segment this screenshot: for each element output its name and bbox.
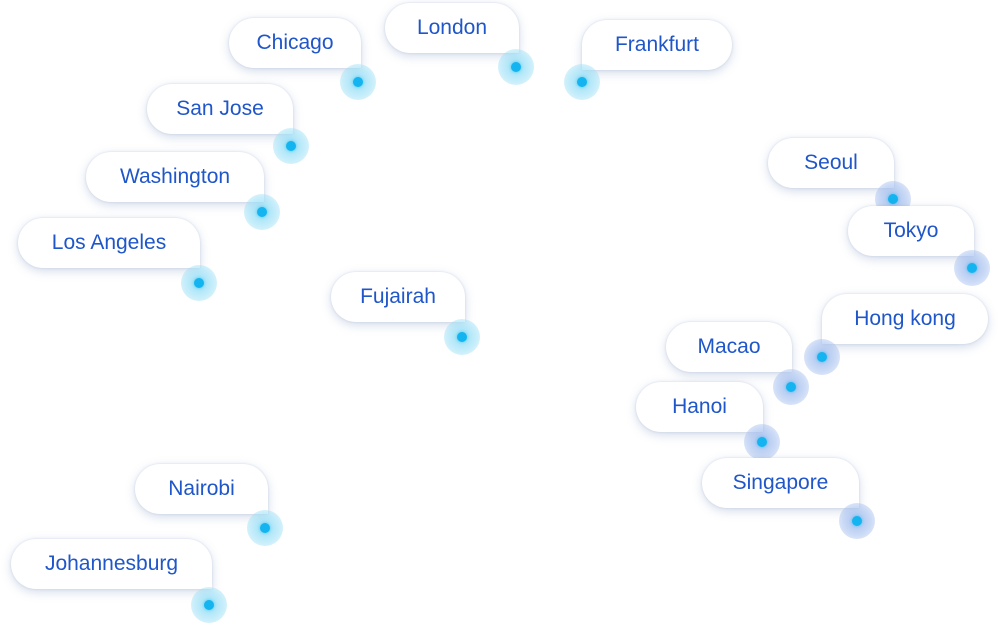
city-label-singapore[interactable]: Singapore [702,458,859,508]
location-pin-tokyo[interactable] [954,250,990,286]
city-label-hanoi[interactable]: Hanoi [636,382,763,432]
location-dot-icon [511,62,521,72]
location-pin-singapore[interactable] [839,503,875,539]
city-label-tokyo[interactable]: Tokyo [848,206,974,256]
location-dot-icon [257,207,267,217]
location-pin-frankfurt[interactable] [564,64,600,100]
city-label-san-jose[interactable]: San Jose [147,84,293,134]
city-label-washington[interactable]: Washington [86,152,264,202]
location-pin-washington[interactable] [244,194,280,230]
location-pin-chicago[interactable] [340,64,376,100]
location-dot-icon [194,278,204,288]
location-pin-nairobi[interactable] [247,510,283,546]
location-dot-icon [786,382,796,392]
location-dot-icon [577,77,587,87]
city-label-macao[interactable]: Macao [666,322,792,372]
location-dot-icon [204,600,214,610]
location-dot-icon [286,141,296,151]
city-label-los-angeles[interactable]: Los Angeles [18,218,200,268]
location-pin-johannesburg[interactable] [191,587,227,623]
location-pin-san-jose[interactable] [273,128,309,164]
location-dot-icon [888,194,898,204]
location-dot-icon [817,352,827,362]
location-pin-fujairah[interactable] [444,319,480,355]
location-dot-icon [457,332,467,342]
location-pin-macao[interactable] [773,369,809,405]
city-label-chicago[interactable]: Chicago [229,18,361,68]
location-pin-hanoi[interactable] [744,424,780,460]
city-label-nairobi[interactable]: Nairobi [135,464,268,514]
city-label-seoul[interactable]: Seoul [768,138,894,188]
location-pin-london[interactable] [498,49,534,85]
city-label-fujairah[interactable]: Fujairah [331,272,465,322]
location-dot-icon [757,437,767,447]
city-label-hong-kong[interactable]: Hong kong [822,294,988,344]
city-label-frankfurt[interactable]: Frankfurt [582,20,732,70]
city-label-london[interactable]: London [385,3,519,53]
location-pin-hong-kong[interactable] [804,339,840,375]
location-dot-icon [353,77,363,87]
location-dot-icon [852,516,862,526]
location-dot-icon [260,523,270,533]
location-pin-los-angeles[interactable] [181,265,217,301]
location-dot-icon [967,263,977,273]
city-label-johannesburg[interactable]: Johannesburg [11,539,212,589]
